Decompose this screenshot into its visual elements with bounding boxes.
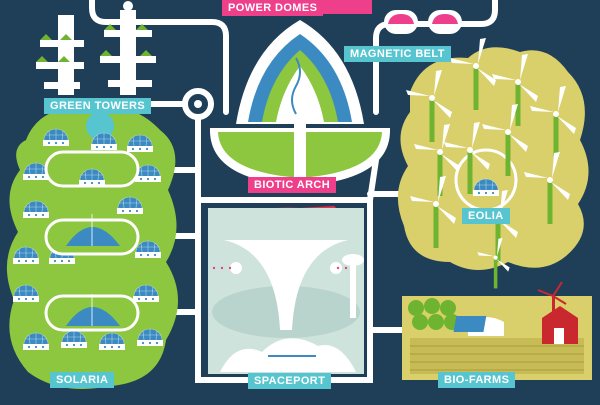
tower-icon <box>36 15 84 95</box>
label-power-domes[interactable]: POWER DOMES <box>222 0 324 16</box>
label-eolia[interactable]: EOLIA <box>462 208 510 224</box>
green-towers-district <box>36 1 156 95</box>
label-biotic-arch[interactable]: BIOTIC ARCH <box>248 177 337 193</box>
tower-icon <box>100 1 156 95</box>
barn-icon <box>542 306 578 344</box>
label-spaceport[interactable]: SPACEPORT <box>248 373 332 389</box>
maglev-train-icon <box>384 10 462 34</box>
solaria-district <box>6 106 179 389</box>
label-green-towers[interactable]: GREEN TOWERS <box>44 98 152 114</box>
eolia-district <box>397 38 589 271</box>
biotic-arch-district <box>209 20 391 186</box>
spaceport-district <box>208 208 364 374</box>
label-solaria[interactable]: SOLARIA <box>50 372 115 388</box>
bio-farms-district <box>402 281 592 380</box>
label-magnetic-belt[interactable]: MAGNETIC BELT <box>344 46 451 62</box>
solar-panel-icon <box>66 214 120 326</box>
wind-turbine-icon <box>537 281 567 316</box>
label-bio-farms[interactable]: BIO-FARMS <box>438 372 516 388</box>
solar-panel-icon <box>453 316 487 332</box>
